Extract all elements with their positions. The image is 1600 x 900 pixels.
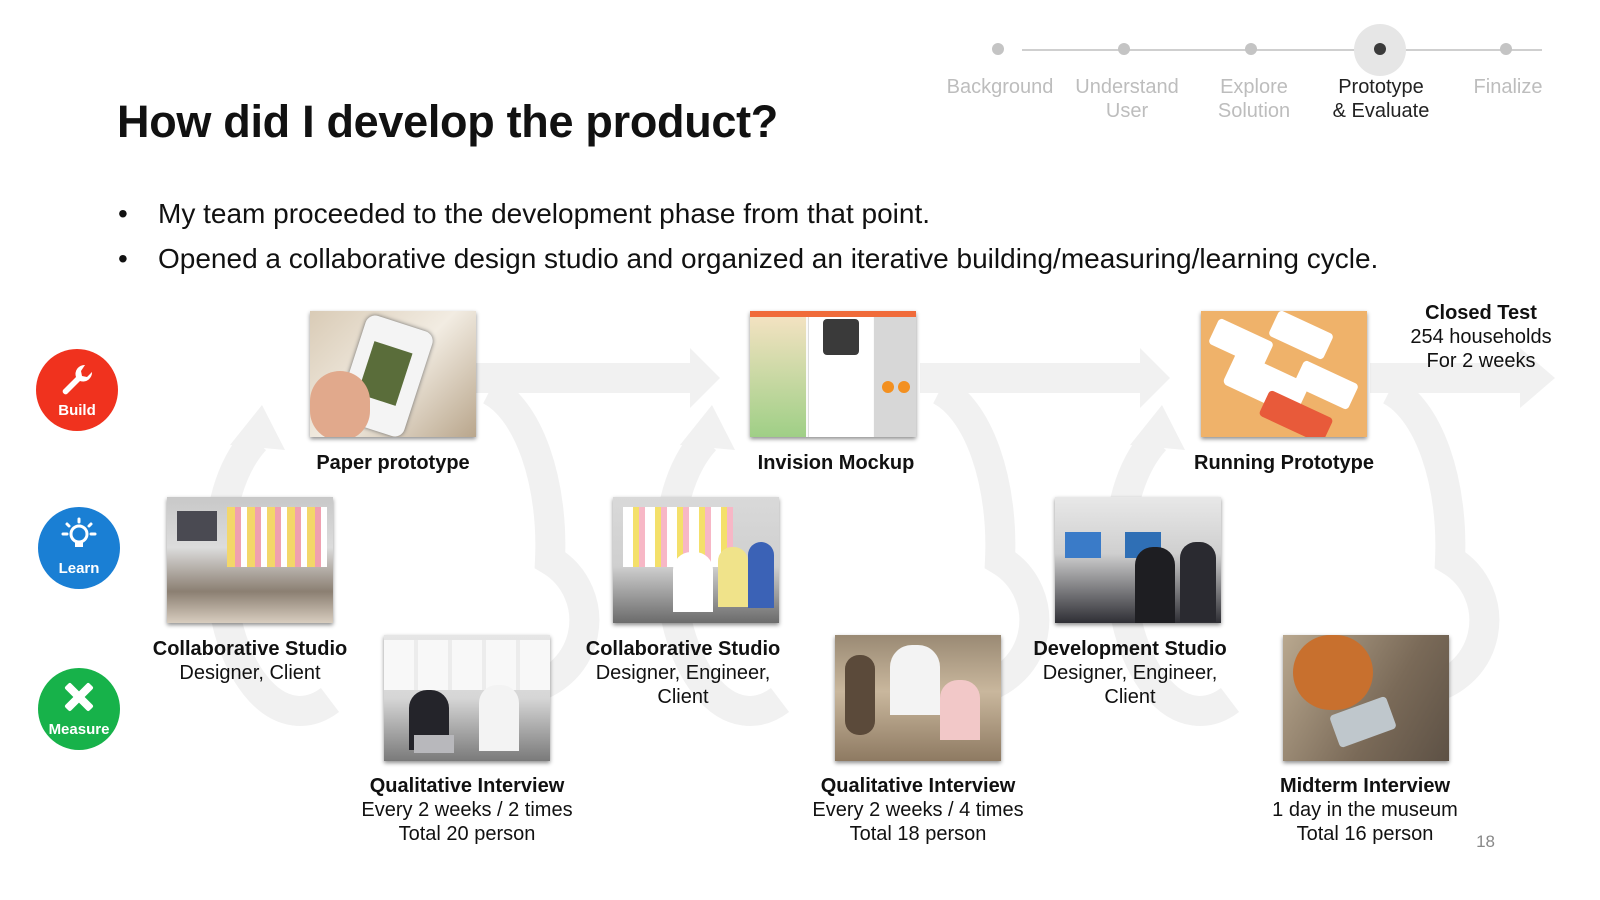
learn-caption: Development Studio Designer, Engineer, C… (1020, 637, 1240, 709)
build-caption: Paper prototype (293, 451, 493, 475)
learn-caption-title: Development Studio (1033, 638, 1227, 660)
measure-caption-title: Midterm Interview (1279, 775, 1451, 797)
monitor-shape (177, 511, 217, 541)
measure-caption: Midterm Interview 1 day in the museum To… (1240, 774, 1490, 846)
learn-caption-title: Collaborative Studio (152, 638, 348, 660)
wrench-icon (62, 364, 93, 395)
sticky-notes-wall (227, 507, 327, 567)
orange-dot (882, 381, 894, 393)
laptop-shape (414, 735, 454, 753)
build-badge: Build (36, 349, 118, 431)
measure-label: Measure (48, 721, 110, 738)
progress-dot[interactable] (1500, 43, 1512, 55)
mockup-screen-3 (874, 311, 916, 437)
phone-shape (1292, 359, 1360, 411)
progress-dot[interactable] (1245, 43, 1257, 55)
midterm-interview-photo (1283, 635, 1449, 761)
cycle-arrowhead (1130, 405, 1185, 450)
measure-caption-sub: 1 day in the museum Total 16 person (1272, 799, 1458, 845)
paper-prototype-photo (310, 311, 476, 437)
progress-step-prototype-evaluate[interactable]: Prototype & Evaluate (1332, 76, 1430, 122)
running-prototype-photo (1201, 311, 1367, 437)
invision-mockup-photo (750, 311, 916, 437)
learn-caption: Collaborative Studio Designer, Engineer,… (573, 637, 793, 709)
cycle-arrowhead (230, 405, 285, 450)
collaborative-studio-photo (167, 497, 333, 623)
phone-shape (1267, 311, 1335, 361)
measure-caption: Qualitative Interview Every 2 weeks / 2 … (342, 774, 592, 846)
lightbulb-icon (61, 517, 97, 547)
collaborative-studio-photo (613, 497, 779, 623)
progress-step-background[interactable]: Background (946, 76, 1054, 98)
build-caption-title: Running Prototype (1194, 452, 1374, 474)
cycle-arc (1382, 376, 1500, 705)
progress-dot[interactable] (1118, 43, 1130, 55)
bullet-text: My team proceeded to the development pha… (158, 198, 931, 229)
learn-label: Learn (58, 560, 100, 577)
bullet-text: Opened a collaborative design studio and… (158, 243, 1379, 274)
qualitative-interview-photo (835, 635, 1001, 761)
page-number: 18 (1476, 832, 1495, 851)
monitor-shape (1065, 532, 1101, 558)
progress-dot-active[interactable] (1374, 43, 1386, 55)
progress-dot[interactable] (992, 43, 1004, 55)
learn-caption-sub: Designer, Client (179, 662, 321, 684)
mockup-screen-2 (808, 311, 873, 437)
learn-caption-sub: Designer, Engineer, Client (595, 662, 771, 708)
flow-arrowhead (1140, 348, 1170, 408)
closed-test-line: 254 households (1410, 326, 1552, 348)
build-caption: Running Prototype (1184, 451, 1384, 475)
person-shape (940, 680, 980, 740)
person-shape (479, 685, 519, 751)
measure-caption-title: Qualitative Interview (820, 775, 1016, 797)
person-shape (673, 552, 713, 612)
orange-dot (898, 381, 910, 393)
page-title: How did I develop the product? (117, 96, 778, 147)
cycle-arrowhead (680, 405, 735, 450)
closed-test-line: For 2 weeks (1426, 350, 1536, 372)
person-shape (1180, 542, 1216, 622)
child-photo (823, 319, 859, 355)
person-shape (845, 655, 875, 735)
bullet-dot: • (118, 243, 128, 274)
bullet-item: • My team proceeded to the development ph… (118, 198, 930, 230)
progress-step-explore-solution[interactable]: Explore Solution (1217, 76, 1291, 122)
cycle-arc (482, 376, 600, 705)
child-head-shape (1293, 635, 1373, 710)
learn-caption-sub: Designer, Engineer, Client (1042, 662, 1218, 708)
learn-caption: Collaborative Studio Designer, Client (140, 637, 360, 685)
learn-badge: Learn (38, 507, 120, 589)
flow-arrowhead (1520, 348, 1555, 408)
cycle-arc (932, 376, 1050, 705)
ruler-pencil-icon (64, 682, 94, 712)
measure-caption-sub: Every 2 weeks / 4 times Total 18 person (812, 799, 1024, 845)
person-shape (748, 542, 774, 608)
progress-step-finalize[interactable]: Finalize (1473, 76, 1543, 98)
build-caption-title: Invision Mockup (757, 452, 915, 474)
learn-caption-title: Collaborative Studio (585, 638, 781, 660)
hand-shape (310, 371, 370, 437)
whiteboard-shape (384, 640, 550, 690)
person-shape (718, 547, 748, 607)
build-label: Build (58, 402, 96, 419)
progress-step-understand-user[interactable]: Understand User (1075, 76, 1179, 122)
closed-test-title: Closed Test (1425, 302, 1537, 324)
build-caption: Invision Mockup (736, 451, 936, 475)
development-studio-photo (1055, 497, 1221, 623)
measure-caption-sub: Every 2 weeks / 2 times Total 20 person (361, 799, 573, 845)
person-shape (1135, 547, 1175, 623)
qualitative-interview-photo (384, 635, 550, 761)
progress-line (1022, 49, 1542, 51)
measure-badge: Measure (38, 668, 120, 750)
measure-caption-title: Qualitative Interview (369, 775, 565, 797)
bullet-dot: • (118, 198, 128, 229)
measure-caption: Qualitative Interview Every 2 weeks / 4 … (793, 774, 1043, 846)
person-shape (890, 645, 940, 715)
mockup-header-bar (750, 311, 916, 317)
bullet-item: • Opened a collaborative design studio an… (118, 243, 1378, 275)
mockup-screen-1 (750, 311, 806, 437)
closed-test-info: Closed Test 254 households For 2 weeks (1400, 301, 1562, 373)
build-caption-title: Paper prototype (316, 452, 470, 474)
flow-arrowhead (690, 348, 720, 408)
